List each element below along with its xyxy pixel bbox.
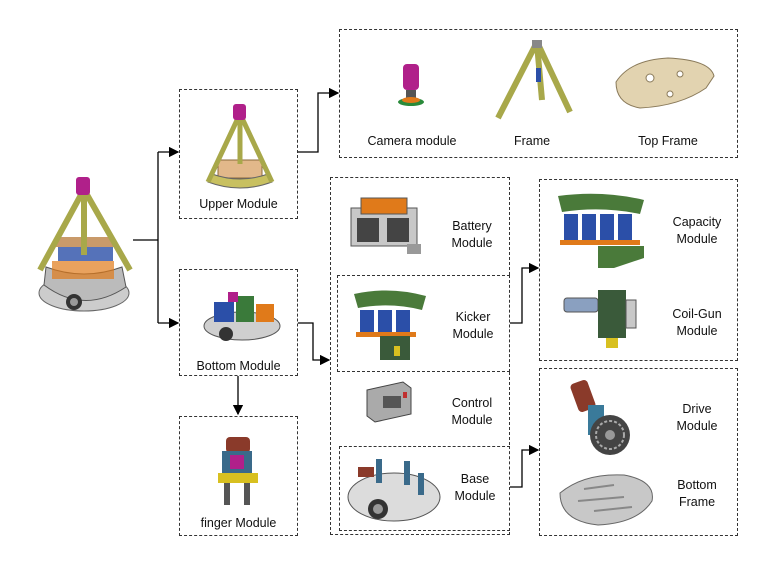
camera-module-label: Camera module	[367, 134, 457, 148]
arrow-bottom-to-parts	[298, 322, 331, 366]
kicker-module-image	[354, 290, 426, 360]
arrow-kicker-to-parts	[509, 262, 540, 324]
camera-module-image	[398, 64, 424, 106]
finger-module-image	[218, 437, 258, 505]
bottom-module-box: Bottom Module	[179, 269, 298, 376]
base-module-box: Base Module	[339, 446, 510, 531]
coil-gun-module-image	[563, 290, 637, 348]
upper-parts-box: Camera module Frame Top Frame	[339, 29, 738, 158]
top-frame-image	[615, 57, 715, 109]
kicker-module-label: Kicker Module	[452, 310, 494, 341]
bottom-module-image	[203, 292, 281, 341]
drive-module-label: Drive Module	[676, 402, 718, 433]
battery-module-label: Battery Module	[451, 219, 493, 250]
base-module-image	[347, 459, 441, 522]
finger-module-label: finger Module	[200, 516, 277, 530]
arrow-base-to-parts	[509, 444, 540, 488]
base-module-label: Base Module	[454, 472, 496, 503]
bottom-frame-image	[559, 474, 653, 526]
control-module-label: Control Module	[451, 396, 493, 427]
capacity-module-label: Capacity Module	[672, 215, 722, 246]
base-parts-box: Drive Module Bottom Frame	[539, 368, 738, 536]
frame-image	[495, 40, 573, 120]
kicker-parts-box: Capacity Module Coil-Gun Module	[539, 179, 738, 361]
top-frame-label: Top Frame	[638, 134, 698, 148]
kicker-module-box: Kicker Module	[337, 275, 510, 372]
upper-module-label: Upper Module	[199, 197, 278, 211]
coil-gun-module-label: Coil-Gun Module	[672, 307, 722, 338]
arrow-upper-to-parts	[298, 87, 340, 153]
capacity-module-image	[558, 193, 644, 268]
robot-assembly-image	[37, 177, 133, 312]
bottom-frame-label: Bottom Frame	[677, 478, 717, 509]
bottom-module-label: Bottom Module	[196, 359, 281, 373]
upper-module-box: Upper Module	[179, 89, 298, 219]
bottom-parts-box: Battery Module Kicker Module Control Mod…	[330, 177, 510, 535]
battery-module-image	[350, 197, 421, 254]
finger-module-box: finger Module	[179, 416, 298, 536]
drive-module-image	[570, 379, 630, 455]
frame-label: Frame	[513, 134, 551, 148]
control-module-image	[366, 381, 412, 423]
upper-module-image	[205, 104, 275, 189]
